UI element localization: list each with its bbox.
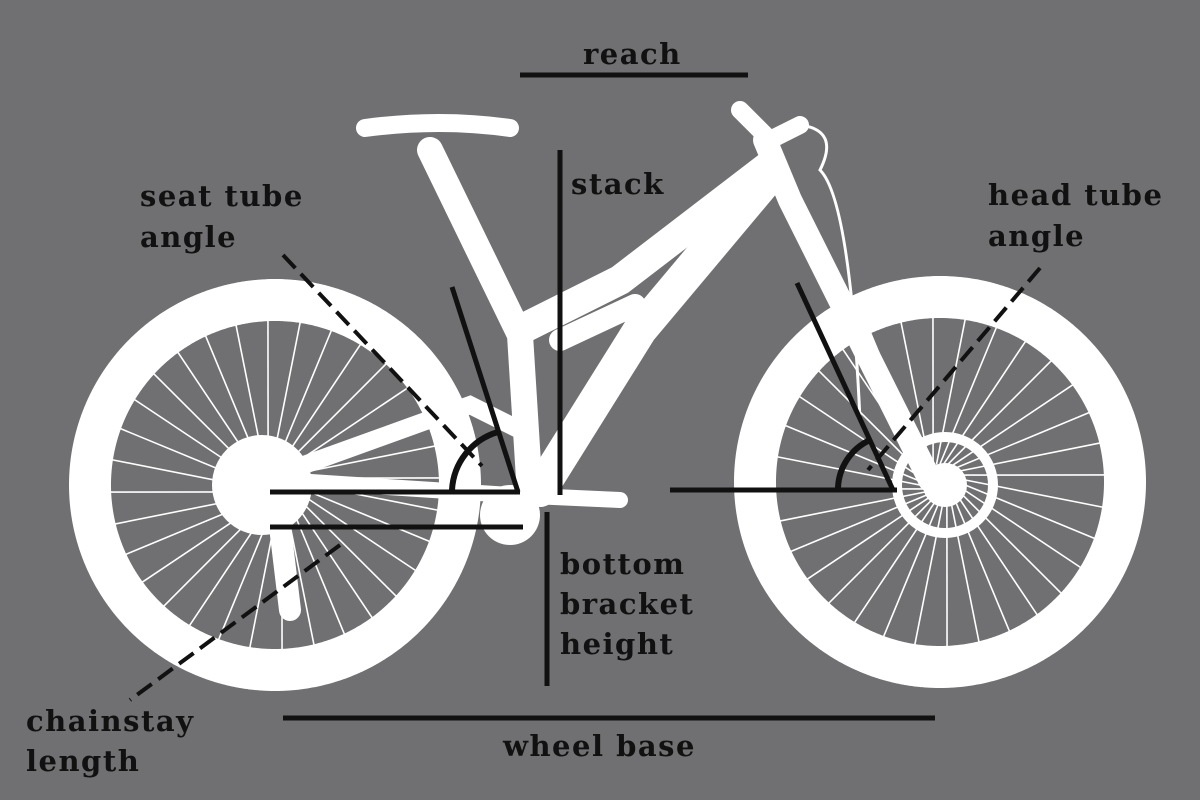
spoke xyxy=(291,491,398,598)
stack-label: stack xyxy=(571,167,665,201)
brake-rotor xyxy=(892,432,998,538)
head-tube-angle-pointer xyxy=(866,266,1042,472)
spoke xyxy=(913,499,945,646)
wheel-base-label: wheel base xyxy=(502,729,696,763)
fork-head-tube xyxy=(753,128,942,492)
spoke xyxy=(952,411,1090,471)
spoke xyxy=(957,477,1104,509)
rear-shock xyxy=(549,294,646,351)
chainstay-pointer xyxy=(128,543,342,702)
spoke xyxy=(954,442,1101,473)
head-tube-angle-line xyxy=(794,281,896,492)
bottom-bracket-height-label-3: height xyxy=(560,627,674,661)
head-tube-angle-label-2: angle xyxy=(988,219,1085,253)
measurement-lines xyxy=(128,72,1042,721)
spoke xyxy=(281,362,388,469)
seat-tube-angle-arc xyxy=(449,429,499,491)
labels: reach stack seat tube angle head tube an… xyxy=(26,37,1163,778)
front-tire xyxy=(734,276,1146,688)
chainstay-length-label-1: chainstay xyxy=(26,704,195,738)
spoke xyxy=(289,494,374,619)
spoke xyxy=(957,481,1096,540)
bike-silhouette xyxy=(69,101,1146,691)
seatstay xyxy=(281,395,529,479)
spoke xyxy=(853,499,938,624)
spoke xyxy=(956,488,1063,595)
head-tube-angle-label-1: head tube xyxy=(988,178,1163,212)
chainstay xyxy=(272,472,628,508)
derailleur xyxy=(264,474,301,621)
seat-tube-angle-pointer xyxy=(281,253,484,468)
spoke xyxy=(882,499,941,638)
seat-tube-angle-label-1: seat tube xyxy=(140,179,304,213)
head-tube-angle-arc xyxy=(835,437,872,489)
reach-label: reach xyxy=(583,37,682,71)
spoke xyxy=(827,498,934,605)
down-tube xyxy=(523,158,787,507)
seat-tube-angle-label-2: angle xyxy=(140,220,237,254)
seat-tube-angle-line xyxy=(449,286,521,493)
top-tube xyxy=(505,150,785,345)
spoke xyxy=(949,496,980,643)
spoke xyxy=(946,359,1053,466)
spoke xyxy=(942,340,1027,465)
chainstay-length-label-2: length xyxy=(26,744,140,778)
spoke xyxy=(951,494,1011,632)
bottom-bracket-height-label-1: bottom xyxy=(560,547,685,581)
spoke xyxy=(957,484,1082,569)
spoke xyxy=(949,383,1074,468)
bottom-bracket-height-label-2: bracket xyxy=(560,587,694,621)
spoke xyxy=(954,491,1039,616)
brake-cable xyxy=(798,123,862,422)
stem-handlebar xyxy=(731,101,809,151)
spoke xyxy=(286,497,346,635)
spoke xyxy=(292,487,417,572)
saddle xyxy=(356,114,519,137)
